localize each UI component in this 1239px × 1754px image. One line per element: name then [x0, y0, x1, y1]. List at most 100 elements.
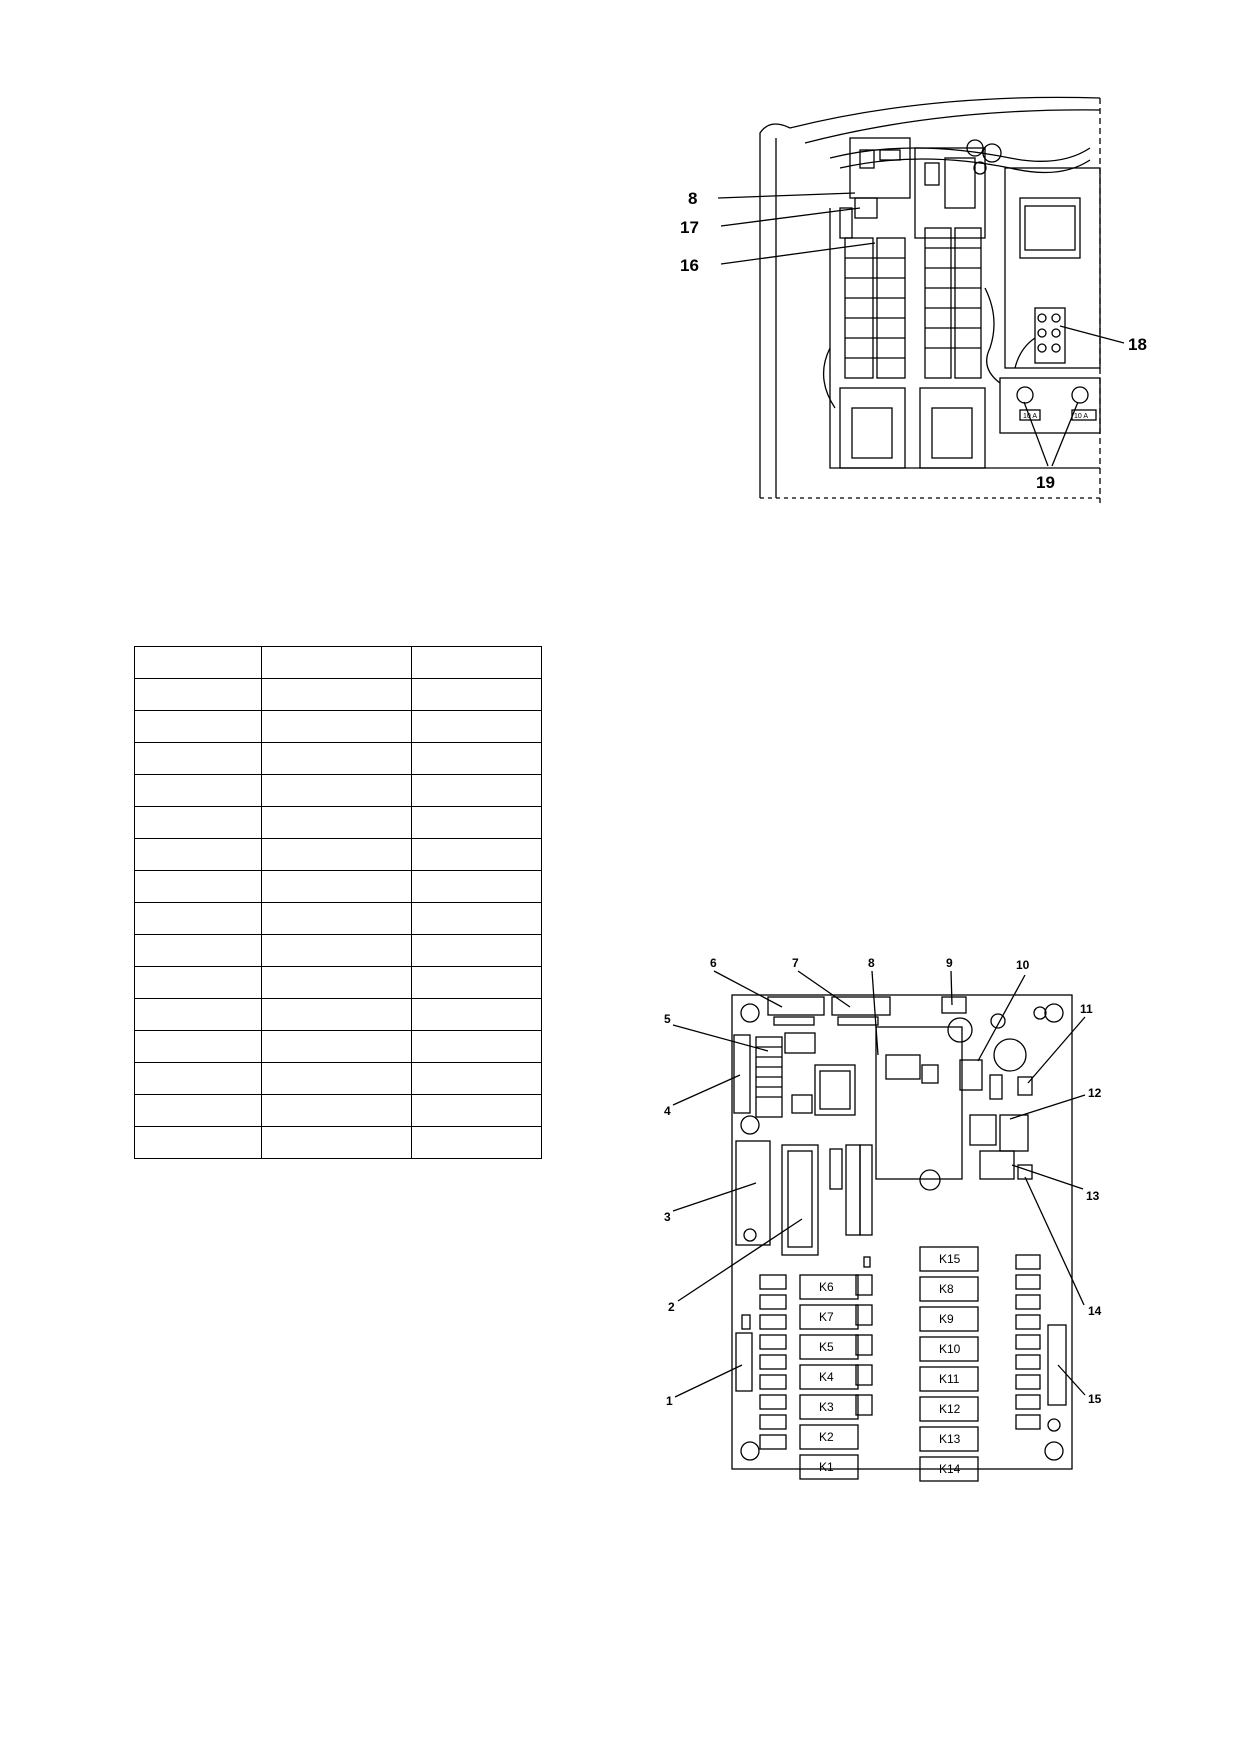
table-cell: [134, 998, 262, 1031]
table-cell: [261, 646, 412, 679]
table-cell: [134, 902, 262, 935]
table-cell: [411, 934, 542, 967]
table-row: [134, 742, 542, 775]
table-row: [134, 1030, 542, 1063]
table-cell: [134, 966, 262, 999]
table-cell: [411, 1030, 542, 1063]
relay-label: K13: [939, 1432, 961, 1446]
table-cell: [411, 1126, 542, 1159]
callout-10: 10: [1016, 958, 1030, 972]
relay-block: [799, 1304, 859, 1330]
table-body: [134, 646, 542, 1159]
callout-16: 16: [680, 256, 699, 275]
table-row: [134, 966, 542, 999]
table-row: [134, 774, 542, 807]
relay-label: K7: [819, 1310, 834, 1324]
relay-block: [919, 1366, 979, 1392]
relay-block: [919, 1246, 979, 1272]
callout-8: 8: [688, 189, 697, 208]
table-cell: [134, 678, 262, 711]
table-row: [134, 902, 542, 935]
table-cell: [411, 966, 542, 999]
table-cell: [261, 1030, 412, 1063]
table-cell: [411, 870, 542, 903]
callout-17: 17: [680, 218, 699, 237]
relay-label: K3: [819, 1400, 834, 1414]
relay-block: [919, 1306, 979, 1332]
table-cell: [134, 934, 262, 967]
callout-12: 12: [1088, 1086, 1102, 1100]
table-cell: [411, 742, 542, 775]
table-cell: [411, 998, 542, 1031]
callout-18: 18: [1128, 335, 1147, 354]
relay-label: K11: [939, 1372, 960, 1386]
table-cell: [134, 1094, 262, 1127]
callout-5: 5: [664, 1012, 671, 1026]
callout-19: 19: [1036, 473, 1055, 492]
table-row: [134, 710, 542, 743]
empty-table: [134, 646, 542, 1159]
callout-4: 4: [664, 1104, 671, 1118]
table-row: [134, 1062, 542, 1095]
relay-block: [799, 1394, 859, 1420]
table-cell: [261, 742, 412, 775]
relay-label: K1: [819, 1460, 834, 1474]
relay-block: [799, 1364, 859, 1390]
relay-label: K15: [939, 1252, 961, 1266]
relay-label: K6: [819, 1280, 834, 1294]
table-cell: [411, 806, 542, 839]
table-cell: [134, 646, 262, 679]
relay-label: K8: [939, 1282, 954, 1296]
relay-block: [919, 1276, 979, 1302]
relay-block: [919, 1426, 979, 1452]
relay-label: K9: [939, 1312, 954, 1326]
callout-7: 7: [792, 956, 799, 970]
relay-block: [799, 1334, 859, 1360]
relay-block: [799, 1274, 859, 1300]
fuse-label: 10 A: [1074, 413, 1088, 420]
table-cell: [261, 998, 412, 1031]
table-cell: [411, 1062, 542, 1095]
table-cell: [134, 1062, 262, 1095]
table-cell: [411, 646, 542, 679]
table-row: [134, 678, 542, 711]
callout-8: 8: [868, 956, 875, 970]
table-cell: [411, 902, 542, 935]
table-cell: [134, 774, 262, 807]
table-row: [134, 998, 542, 1031]
table-cell: [134, 1126, 262, 1159]
table-cell: [411, 774, 542, 807]
callout-6: 6: [710, 956, 717, 970]
table-cell: [134, 838, 262, 871]
table-row: [134, 838, 542, 871]
table-cell: [411, 710, 542, 743]
table-cell: [134, 1030, 262, 1063]
table-cell: [261, 678, 412, 711]
callout-14: 14: [1088, 1304, 1102, 1318]
table-row: [134, 646, 542, 679]
table-cell: [261, 806, 412, 839]
table-cell: [261, 710, 412, 743]
callout-9: 9: [946, 956, 953, 970]
relay-label: K14: [939, 1462, 961, 1476]
callout-13: 13: [1086, 1189, 1100, 1203]
relay-block: [919, 1336, 979, 1362]
table-cell: [134, 806, 262, 839]
table-cell: [411, 678, 542, 711]
table-row: [134, 870, 542, 903]
relay-block: [799, 1424, 859, 1450]
callout-1: 1: [666, 1394, 673, 1408]
table-row: [134, 934, 542, 967]
relay-block: [919, 1456, 979, 1482]
relay-label: K12: [939, 1402, 961, 1416]
callout-15: 15: [1088, 1392, 1102, 1406]
table-cell: [411, 1094, 542, 1127]
table-cell: [134, 710, 262, 743]
table-cell: [261, 934, 412, 967]
table-cell: [261, 1062, 412, 1095]
relay-block: [799, 1454, 859, 1480]
callout-11: 11: [1080, 1002, 1093, 1016]
